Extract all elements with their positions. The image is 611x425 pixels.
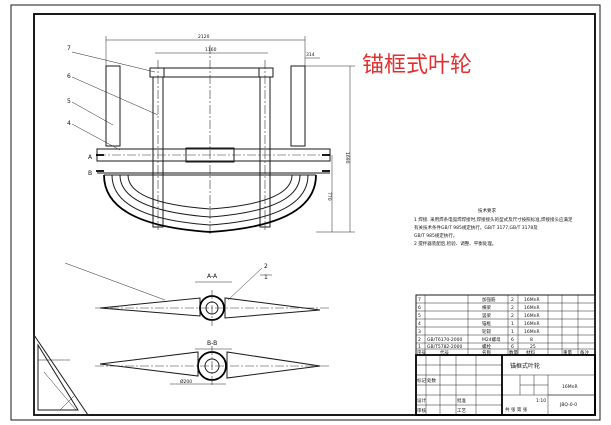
section-bb-label: B-B [207,340,217,347]
bom-header-code: 代号 [440,349,449,356]
notes-line-2: 有关技术条件GB/T 985规定执行。GB/T 3177,GB/T 3178及 [414,224,538,231]
bom-name: 横梁 [482,304,491,311]
notes-heading: 技术要求 [478,207,496,214]
bom-no: 2 [418,337,421,343]
bom-code: GB/T6170-2000 [427,337,463,343]
bom-header-mat: 材料 [526,349,535,356]
part-label-7: 7 [67,45,71,52]
bom-header-note: 备注 [580,349,589,356]
title-block-scale: 1:10 [536,398,546,404]
bom-mat: 16MnR [524,313,540,319]
bom-mat: 25 [530,344,536,350]
bom-row: 5 竖梁 2 16MnR [418,312,540,319]
bom-row: 6 横梁 2 16MnR [418,304,540,311]
bom-qty: 2 [511,313,514,319]
title-block-part-name: 锚框式叶轮 [510,362,540,370]
section-aa-view: A-A 2 1 [64,262,330,326]
bom-row: 1 GB/T5782-2000 螺栓 6 25 [418,343,536,350]
dim-overall-height: 1690 [344,152,350,164]
bom-mat: 16MnR [524,305,540,311]
bom-mat: 16MnR [524,297,540,303]
section-mark-b: B [88,170,92,177]
bom-qty: 2 [511,305,514,311]
bom-name: 轮毂 [482,328,491,335]
bom-header-weight: 重量 [563,349,572,356]
bom-qty: 6 [511,344,514,350]
part-label-6: 6 [67,73,71,80]
dim-inner-width: 1160 [205,47,217,53]
inner-frame [33,13,596,416]
bom-header-qty: 数量 [509,349,518,356]
bom-no: 3 [418,329,421,335]
bom-header-no: 序号 [417,349,426,356]
detail-label-2: 2 [264,263,268,270]
bom-name: 加强筋 [482,296,496,303]
bom-row: 4 锚框 1 16MnR [418,320,540,327]
technical-notes: 技术要求 1 焊接. 采用焊条电弧焊焊接时,焊接接头的型式及尺寸按照标准,焊接接… [414,207,573,247]
bom-table: 7 加强筋 2 16MnR 6 横梁 2 16MnR 5 竖梁 2 16MnR … [415,294,596,356]
drawing-title: 锚框式叶轮 [362,53,472,78]
bom-qty: 6 [511,337,514,343]
bom-name: 螺栓 [482,343,491,350]
bom-qty: 1 [511,329,514,335]
dim-lower-height: 770 [326,192,332,201]
bom-qty: 1 [511,321,514,327]
notes-line-3: GB/T 985规定执行。 [414,232,457,239]
bom-no: 1 [418,344,421,350]
bom-no: 4 [418,321,421,327]
bom-row: 7 加强筋 2 16MnR [418,296,540,303]
bom-header-name: 名称 [482,349,491,356]
title-block: 锚框式叶轮 16MnR JBQ-0-0 1:10 共 张 第 张 设计 审核 工… [415,354,596,416]
title-block-drawing-no: JBQ-0-0 [559,402,577,408]
bom-name: 锚框 [482,320,491,327]
bom-no: 6 [418,305,421,311]
main-view: 2120 1160 314 A B [67,34,355,235]
bom-row: 3 轮毂 1 16MnR [418,328,540,335]
section-mark-a: A [88,154,93,161]
title-block-design: 设计 [417,397,426,404]
title-block-count: 处数 [427,377,436,384]
bom-no: 5 [418,313,421,319]
bom-mat: 8 [530,337,533,343]
title-block-sheet: 共 张 第 张 [505,406,528,413]
bom-header-row: 序号 代号 名称 数量 材料 重量 备注 [417,349,589,356]
title-block-mark: 标记 [417,377,426,384]
title-block-approve: 批准 [457,397,466,404]
part-label-4: 4 [67,120,71,127]
part-label-5: 5 [67,98,71,105]
bom-row: 2 GB/T6170-2000 M24螺母 6 8 [418,336,533,343]
section-bb-dim: Ø200 [180,378,192,385]
notes-line-1: 1 焊接. 采用焊条电弧焊焊接时,焊接接头的型式及尺寸按照标准,焊接接头应满足 [414,216,573,223]
title-block-process: 工艺 [457,408,466,414]
dim-overall-width: 2120 [198,34,210,40]
section-bb-view: B-B Ø200 [95,340,330,386]
bom-mat: 16MnR [524,329,540,335]
detail-label-1: 1 [264,274,268,281]
bom-code: GB/T5782-2000 [427,344,463,350]
corner-triangle [33,333,89,416]
section-aa-label: A-A [207,273,218,280]
bom-qty: 2 [511,297,514,303]
title-block-review: 审核 [417,407,426,414]
bom-name: 竖梁 [482,312,491,319]
notes-line-4: 2 搅拌器装配后,检验、调整、平衡处理。 [414,240,496,247]
title-block-material: 16MnR [562,384,578,390]
bom-name: M24螺母 [482,336,501,343]
dim-top-offset: 314 [306,52,315,58]
outer-frame [10,4,601,421]
bom-no: 7 [418,297,421,303]
bom-mat: 16MnR [524,321,540,327]
